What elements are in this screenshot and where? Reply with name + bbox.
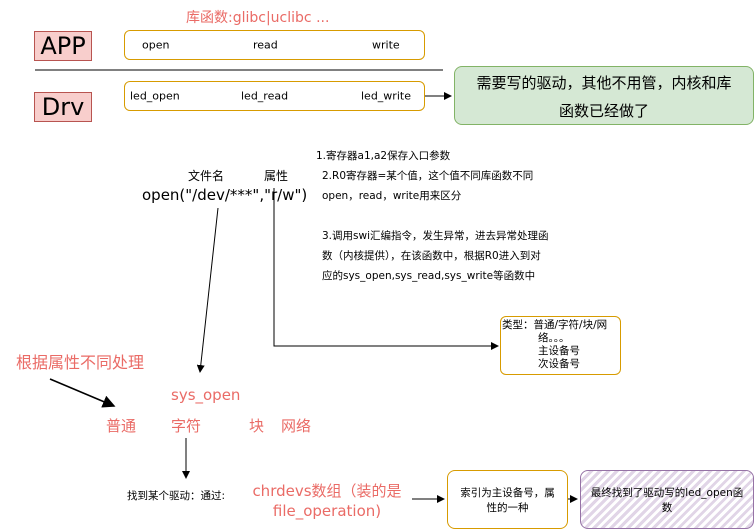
device-type-line3: 主设备号 bbox=[538, 345, 580, 357]
final-line2: 数 bbox=[661, 502, 673, 514]
step-2-line1: 2.R0寄存器=某个值，这个值不同库函数不同 bbox=[322, 170, 534, 182]
step-3-line1: 3.调用swi汇编指令，发生异常，进去异常处理函 bbox=[322, 230, 549, 242]
driver-note-line1: 需要写的驱动，其他不用管，内核和库 bbox=[476, 74, 732, 92]
drv-layer-label: Drv bbox=[34, 92, 92, 122]
chrdevs-text: chrdevs数组（装的是 file_operation) bbox=[242, 481, 412, 521]
driver-note-box: 需要写的驱动，其他不用管，内核和库 函数已经做了 bbox=[454, 66, 754, 125]
chrdevs-line1: chrdevs数组（装的是 bbox=[252, 482, 402, 500]
drv-api-box: led_open led_read led_write bbox=[124, 81, 425, 111]
index-line1: 索引为主设备号，属 bbox=[460, 487, 555, 499]
sys-open-label: sys_open bbox=[171, 386, 241, 404]
device-type-line1: 类型：普通/字符/块/网 bbox=[502, 319, 608, 331]
step-1: 1.寄存器a1,a2保存入口参数 bbox=[316, 150, 451, 162]
step-3-line2: 数（内核提供），在该函数中，根据R0进入到对 bbox=[322, 250, 541, 262]
attr-note-arrow bbox=[49, 378, 116, 408]
step-2-line2: open，read，write用来区分 bbox=[322, 190, 462, 202]
attr-label: 属性 bbox=[264, 169, 289, 183]
device-type-box: 类型：普通/字符/块/网 络。。。 主设备号 次设备号 bbox=[500, 316, 621, 375]
app-item-write: write bbox=[372, 38, 400, 52]
find-driver-label: 找到某个驱动：通过: bbox=[127, 490, 226, 502]
app-item-open: open bbox=[142, 38, 170, 52]
chrdevs-line2: file_operation) bbox=[272, 502, 382, 520]
driver-note-line2: 函数已经做了 bbox=[558, 102, 649, 120]
index-line2: 性的一种 bbox=[486, 502, 529, 514]
app-item-read: read bbox=[253, 38, 278, 52]
drv-item-led-open: led_open bbox=[130, 89, 180, 103]
final-line1: 最终找到了驱动写的led_open函 bbox=[590, 487, 744, 499]
app-layer-label: APP bbox=[34, 31, 92, 61]
category-char: 字符 bbox=[171, 417, 202, 435]
drv-item-led-read: led_read bbox=[241, 89, 289, 103]
attr-handling-note: 根据属性不同处理 bbox=[16, 353, 145, 372]
index-box: 索引为主设备号，属 性的一种 bbox=[447, 470, 568, 529]
step-3-line3: 应的sys_open,sys_read,sys_write等函数中 bbox=[322, 270, 536, 282]
category-normal: 普通 bbox=[106, 417, 137, 435]
lib-caption: 库函数:glibc|uclibc ... bbox=[186, 10, 330, 26]
open-call-code: open("/dev/***","r/w") bbox=[142, 186, 308, 204]
open-to-sysopen-arrow bbox=[196, 207, 219, 373]
filename-label: 文件名 bbox=[188, 169, 225, 183]
device-type-line4: 次设备号 bbox=[538, 358, 580, 370]
drv-item-led-write: led_write bbox=[361, 89, 411, 103]
category-block: 块 bbox=[249, 417, 265, 435]
final-result-box: 最终找到了驱动写的led_open函 数 bbox=[580, 470, 754, 529]
device-type-line2: 络。。。 bbox=[538, 332, 570, 344]
attr-to-type-arrow bbox=[273, 188, 499, 350]
app-api-box: open read write bbox=[124, 30, 425, 60]
category-network: 网络 bbox=[281, 417, 312, 435]
